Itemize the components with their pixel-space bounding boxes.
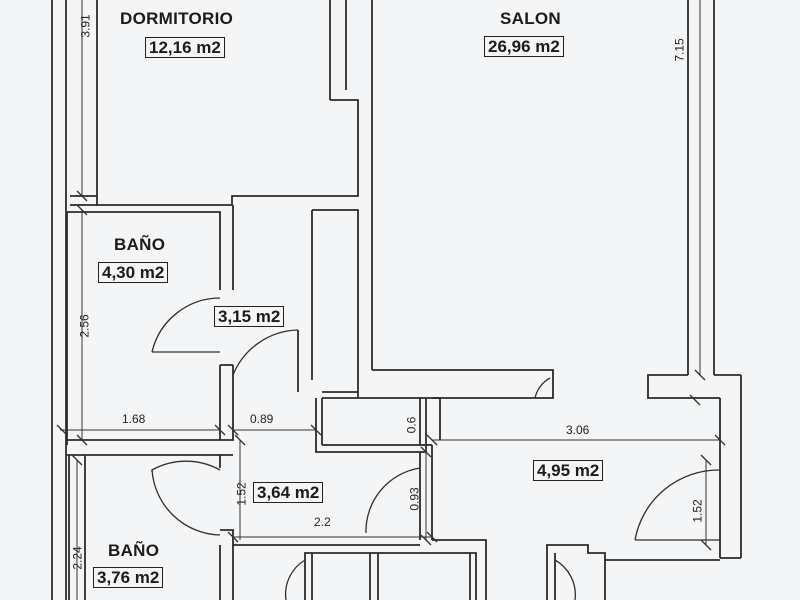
room-area-kitchen: 4,95 m2 — [533, 460, 604, 481]
room-name-salon: SALON — [500, 9, 561, 28]
dimension-7-15: 7.15 — [672, 38, 687, 62]
salon-walls — [322, 0, 742, 558]
room-area-bano-1: 4,30 m2 — [98, 262, 169, 283]
dimension-2-2: 2.2 — [314, 515, 331, 529]
bottom-cabinets — [68, 455, 741, 600]
dimension-3-91: 3.91 — [78, 14, 93, 38]
dimension-2-56: 2.56 — [77, 314, 92, 338]
outer-left-wall — [51, 0, 67, 600]
dimension-0-6: 0.6 — [404, 416, 419, 434]
dormitorio-walls — [70, 0, 359, 206]
room-area-hall-a: 3,15 m2 — [214, 306, 285, 327]
bano1-walls — [66, 205, 234, 456]
room-name-bano-1: BAÑO — [114, 235, 166, 254]
dimension-1-68: 1.68 — [122, 412, 146, 426]
dimension-1-52-a: 1.52 — [234, 482, 249, 506]
door-swings — [151, 297, 721, 600]
dimension-lines — [56, 0, 726, 600]
room-area-salon: 26,96 m2 — [484, 36, 564, 57]
dimension-2-24: 2.24 — [70, 546, 85, 570]
room-name-dormitorio: DORMITORIO — [120, 9, 234, 28]
room-area-hall-b: 3,64 m2 — [253, 482, 324, 503]
room-name-bano-2: BAÑO — [108, 541, 160, 560]
dimension-0-89: 0.89 — [250, 412, 274, 426]
corridor-walls — [219, 397, 441, 600]
hall-partition — [297, 209, 359, 398]
dimension-0-93: 0.93 — [407, 487, 422, 511]
room-area-bano-2: 3,76 m2 — [93, 567, 164, 588]
dimension-3-06: 3.06 — [566, 423, 590, 437]
dimension-1-52-b: 1.52 — [690, 499, 705, 523]
room-area-dormitorio: 12,16 m2 — [145, 37, 225, 58]
